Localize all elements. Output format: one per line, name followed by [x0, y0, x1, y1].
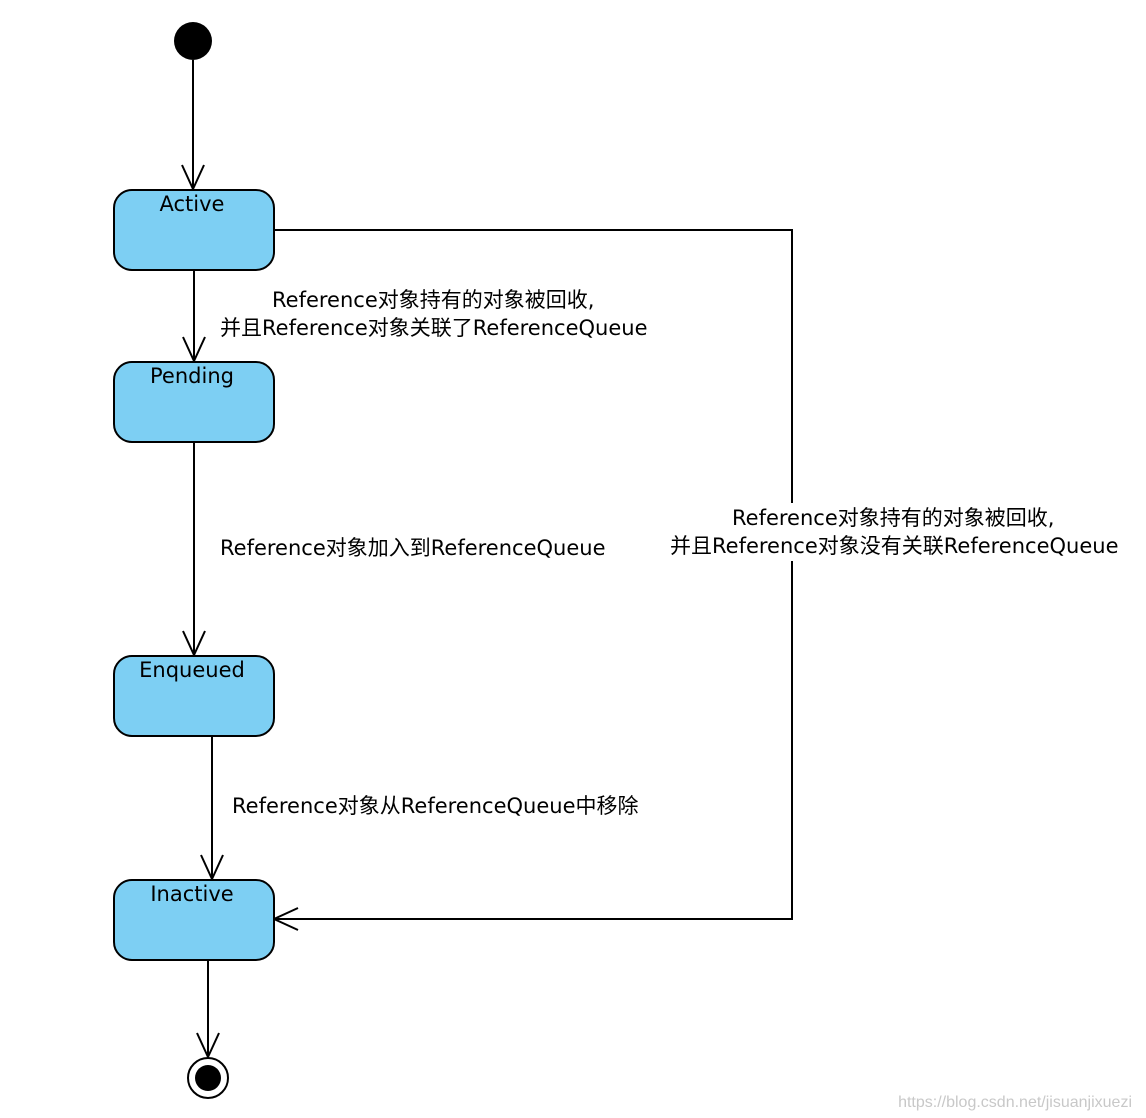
final-node	[187, 1057, 229, 1099]
edge-initial-to-active	[181, 60, 205, 192]
state-pending-label: Pending	[150, 364, 234, 388]
label-active-to-inactive-line2: 并且Reference对象没有关联ReferenceQueue	[670, 534, 1119, 558]
label-active-to-pending-line2: 并且Reference对象关联了ReferenceQueue	[220, 316, 648, 340]
label-active-to-inactive-line1: Reference对象持有的对象被回收,	[732, 506, 1054, 530]
initial-node	[174, 22, 212, 60]
state-inactive-label: Inactive	[150, 882, 233, 906]
label-active-to-pending-line1: Reference对象持有的对象被回收,	[272, 288, 594, 312]
state-pending: Pending	[113, 361, 275, 443]
watermark: https://blog.csdn.net/jisuanjixuezi	[898, 1094, 1132, 1111]
state-enqueued-label: Enqueued	[139, 658, 245, 682]
state-enqueued: Enqueued	[113, 655, 275, 737]
edge-inactive-to-final	[196, 960, 220, 1060]
state-active-label: Active	[160, 192, 225, 216]
label-enqueued-to-inactive: Reference对象从ReferenceQueue中移除	[232, 794, 639, 818]
label-pending-to-enqueued: Reference对象加入到ReferenceQueue	[220, 536, 606, 560]
state-active: Active	[113, 189, 275, 271]
state-inactive: Inactive	[113, 879, 275, 961]
edge-enqueued-to-inactive	[200, 736, 224, 882]
edge-pending-to-enqueued	[182, 442, 206, 658]
edge-active-to-pending	[182, 270, 206, 364]
label-background	[668, 503, 1128, 561]
